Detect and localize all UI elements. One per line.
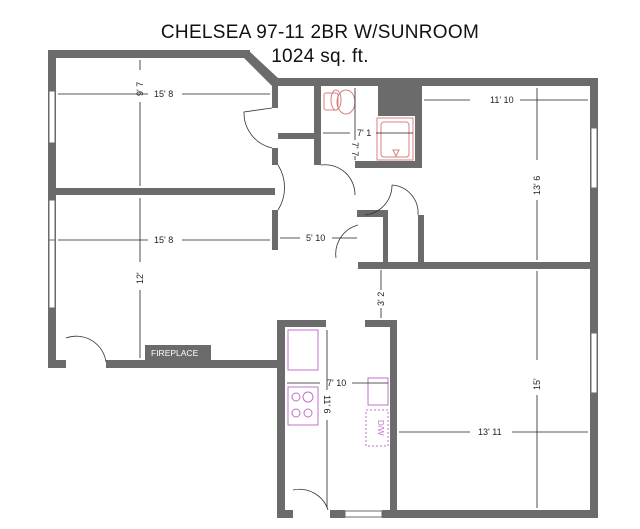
dim-bath-depth: 7' 7 (350, 142, 360, 156)
dim-room2-width: 15' 8 (154, 235, 173, 245)
dim-hall-gap: 3' 2 (376, 292, 386, 306)
dim-hall-width: 5' 10 (306, 233, 325, 243)
dim-kitchen-width: 7' 10 (327, 378, 346, 388)
kitchen-fixtures (287, 329, 389, 447)
windows (48, 90, 598, 518)
dim-bedroom2-depth: 13' 6 (532, 176, 542, 195)
dim-bedroom1-width: 15' 8 (154, 89, 173, 99)
storage-block (378, 86, 415, 116)
dim-living-width: 13' 11 (478, 427, 502, 437)
dim-bedroom2-width: 11' 10 (490, 95, 514, 105)
plan-title: CHELSEA 97-11 2BR W/SUNROOM (160, 22, 480, 43)
dishwasher-label: D/W (376, 420, 385, 436)
fireplace-label: FIREPLACE (151, 348, 199, 358)
dim-living-depth: 15' (532, 378, 542, 390)
walls (48, 50, 598, 518)
dim-kitchen-depth: 11' 6 (322, 395, 332, 414)
fireplace (145, 345, 211, 360)
doors (65, 107, 419, 511)
dim-bedroom1-depth: 9' 7 (135, 82, 145, 96)
dimension-lines (58, 60, 588, 508)
dim-bath-width: 7' 1 (357, 128, 371, 138)
dim-room2-depth: 12' (135, 272, 145, 284)
plan-area: 1024 sq. ft. (271, 46, 369, 67)
bath-fixtures (323, 89, 414, 161)
